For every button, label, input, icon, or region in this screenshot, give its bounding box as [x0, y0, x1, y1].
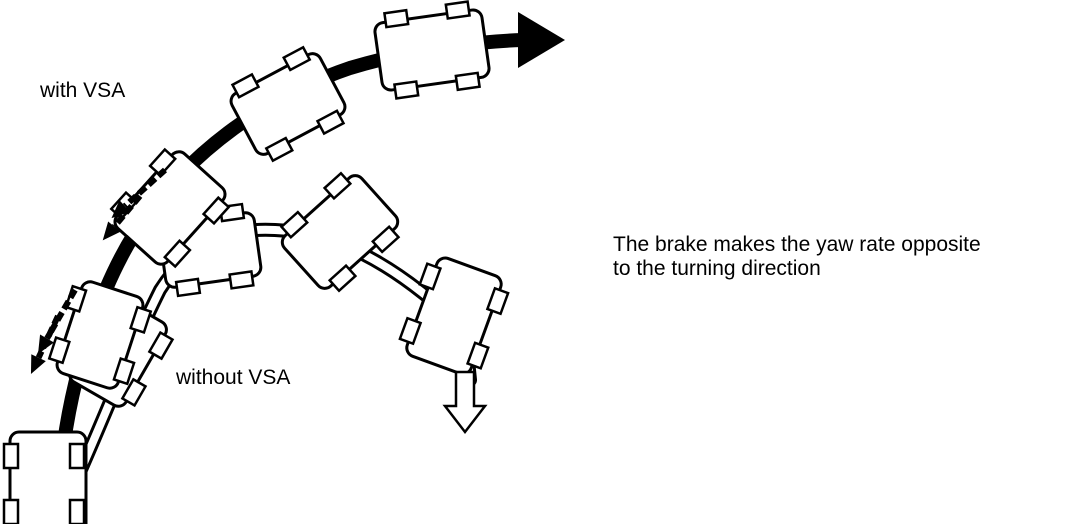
brake-caption-line-1: The brake makes the yaw rate opposite	[613, 233, 981, 256]
car-with-vsa-4	[229, 45, 347, 163]
brake-caption-line-2: to the turning direction	[613, 257, 821, 280]
without-vsa-label: without VSA	[176, 366, 291, 389]
brake-caption: The brake makes the yaw rate opposite to…	[613, 233, 981, 281]
brake-arrow-upper-2	[102, 194, 143, 241]
brake-arrow-lower-2	[30, 314, 61, 375]
car-with-vsa-2	[47, 280, 153, 390]
car-start	[2, 430, 88, 524]
drift-down-arrow	[442, 370, 488, 435]
car-with-vsa-5	[373, 0, 491, 100]
car-without-vsa-4	[398, 256, 510, 376]
car-without-vsa-3	[279, 171, 401, 293]
with-vsa-arrow-head	[518, 12, 565, 68]
with-vsa-label: with VSA	[40, 79, 126, 102]
